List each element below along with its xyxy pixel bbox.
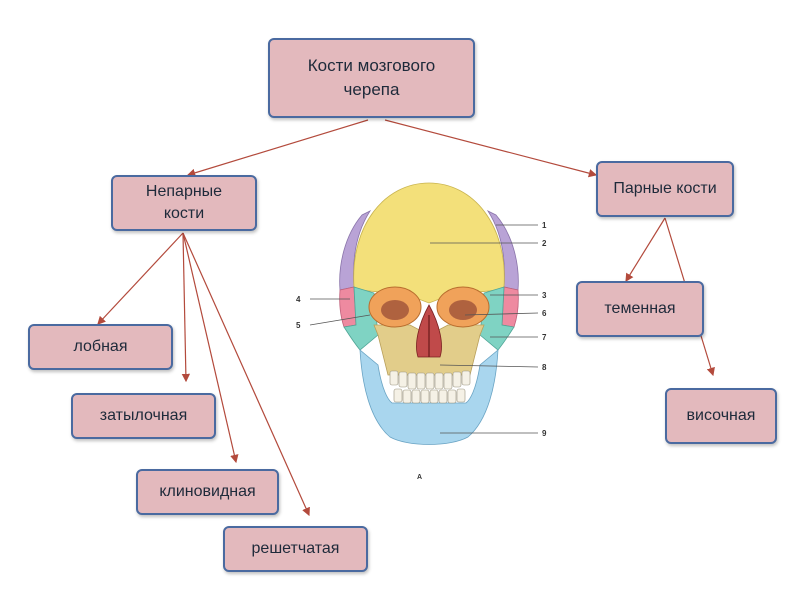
skull-label-9: 9 (542, 429, 547, 438)
orbit-left-shadow (381, 300, 409, 320)
skull-label-4: 4 (296, 295, 301, 304)
connector-root-unpaired (186, 119, 369, 177)
node-ethmoid-label: решетчатая (251, 540, 340, 557)
temporal-bone-left (339, 286, 357, 328)
connector-unpaired-sphenoid (182, 232, 239, 464)
skull-label-3: 3 (542, 291, 547, 300)
skull-caption: А (417, 474, 422, 481)
skull-illustration: 1 2 3 4 5 6 7 8 9 А (296, 182, 547, 481)
node-temporal: височная (665, 388, 777, 444)
node-parietal-label: теменная (604, 300, 676, 317)
temporal-bone-right (501, 286, 519, 328)
node-frontal-label: лобная (73, 338, 128, 355)
connector-unpaired-frontal (97, 232, 184, 325)
connector-root-paired (384, 119, 598, 178)
skull-label-1: 1 (542, 221, 547, 230)
connector-paired-parietal (625, 217, 666, 283)
skull-label-6: 6 (542, 309, 547, 318)
node-frontal: лобная (28, 324, 173, 370)
lower-teeth (393, 388, 466, 404)
node-sphenoid: клиновидная (136, 469, 279, 515)
node-ethmoid: решетчатая (223, 526, 368, 572)
node-sphenoid-label: клиновидная (159, 483, 256, 500)
node-unpaired: Непарные кости (111, 175, 257, 231)
node-parietal: теменная (576, 281, 704, 337)
leader-lines (309, 224, 539, 434)
node-unpaired-label: Непарные кости (145, 183, 223, 222)
node-paired: Парные кости (596, 161, 734, 217)
node-temporal-label: височная (686, 407, 756, 424)
node-occipital: затылочная (71, 393, 216, 439)
orbit-right-shadow (449, 300, 477, 320)
connector-unpaired-ethmoid (182, 232, 310, 517)
node-occipital-label: затылочная (99, 407, 188, 424)
mandible (359, 349, 499, 445)
skull-label-7: 7 (542, 333, 547, 342)
skull-label-5: 5 (296, 321, 301, 330)
connector-unpaired-occipital (181, 232, 191, 383)
skull-label-2: 2 (542, 239, 547, 248)
skull-label-8: 8 (542, 363, 547, 372)
node-root: Кости мозгового черепа (268, 38, 475, 118)
upper-teeth (389, 370, 471, 390)
node-paired-label: Парные кости (613, 180, 717, 197)
node-root-label: Кости мозгового черепа (307, 56, 436, 99)
